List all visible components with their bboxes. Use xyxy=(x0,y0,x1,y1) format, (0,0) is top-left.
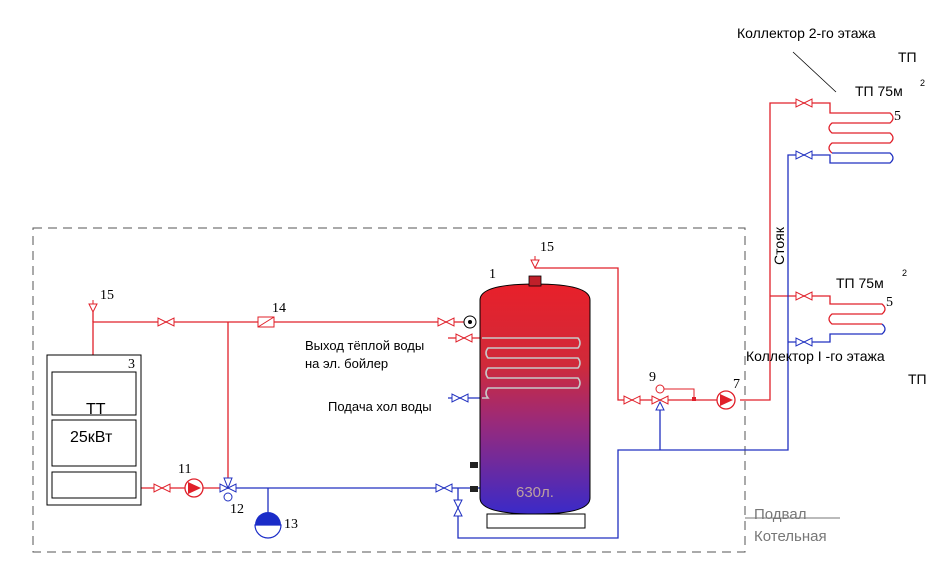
three-way-valve-icon xyxy=(219,477,237,502)
basement-label: Подвал xyxy=(754,506,806,523)
check-number: 12 xyxy=(230,502,244,517)
boiler-room-label: Котельная xyxy=(754,528,827,545)
solid-fuel-boiler xyxy=(46,354,142,506)
air-vent-left-number: 15 xyxy=(100,288,114,303)
buffer-tank xyxy=(470,275,591,529)
floor-loop-upper-number: 5 xyxy=(894,109,901,124)
hot-water-out-label-1: Выход тёплой воды xyxy=(305,338,424,353)
expansion-tank-number: 13 xyxy=(284,517,298,532)
floor-heating-lower-sup: 2 xyxy=(902,268,907,278)
pump-number: 7 xyxy=(733,377,740,392)
collector1-tp: ТП xyxy=(908,371,927,387)
floor-loop-lower-number: 5 xyxy=(886,295,893,310)
collector2-tp: ТП xyxy=(898,49,917,65)
floor-loop-upper xyxy=(816,102,894,164)
mixing-valve-icon xyxy=(651,384,696,411)
boiler-power: 25кВт xyxy=(70,429,113,446)
cold-water-in-label: Подача хол воды xyxy=(328,399,432,414)
hot-water-out-label-2: на эл. бойлер xyxy=(305,356,388,371)
floor-loop-lower xyxy=(816,295,886,343)
supply-valves xyxy=(153,98,813,493)
supply-pipes xyxy=(92,102,816,489)
boiler-pump-number: 11 xyxy=(178,462,191,477)
tank-number: 1 xyxy=(489,267,496,282)
collector2-leader xyxy=(792,51,837,93)
return-valves xyxy=(435,150,813,517)
boiler-room-boundary xyxy=(32,227,746,553)
collector2-label: Коллектор 2-го этажа xyxy=(737,25,876,41)
air-vent-tank-number: 15 xyxy=(540,240,554,255)
riser-label: Стояк xyxy=(771,226,787,265)
boiler-pump-icon xyxy=(184,478,204,498)
tank-volume: 630л. xyxy=(516,484,554,501)
circulation-pump-icon xyxy=(716,390,736,410)
floor-heating-lower-label: ТП 75м xyxy=(836,275,884,291)
mixing-valve-number: 9 xyxy=(649,370,656,385)
valve-14-number: 14 xyxy=(272,301,286,316)
floor-heating-upper-label: ТП 75м xyxy=(855,83,903,99)
boiler-number: 3 xyxy=(128,357,135,372)
collector1-label: Коллектор I -го этажа xyxy=(746,348,885,364)
expansion-tank-icon xyxy=(254,512,282,539)
boiler-name: ТТ xyxy=(86,401,106,418)
air-vent-icon xyxy=(88,256,540,314)
floor-heating-upper-sup: 2 xyxy=(920,78,925,88)
